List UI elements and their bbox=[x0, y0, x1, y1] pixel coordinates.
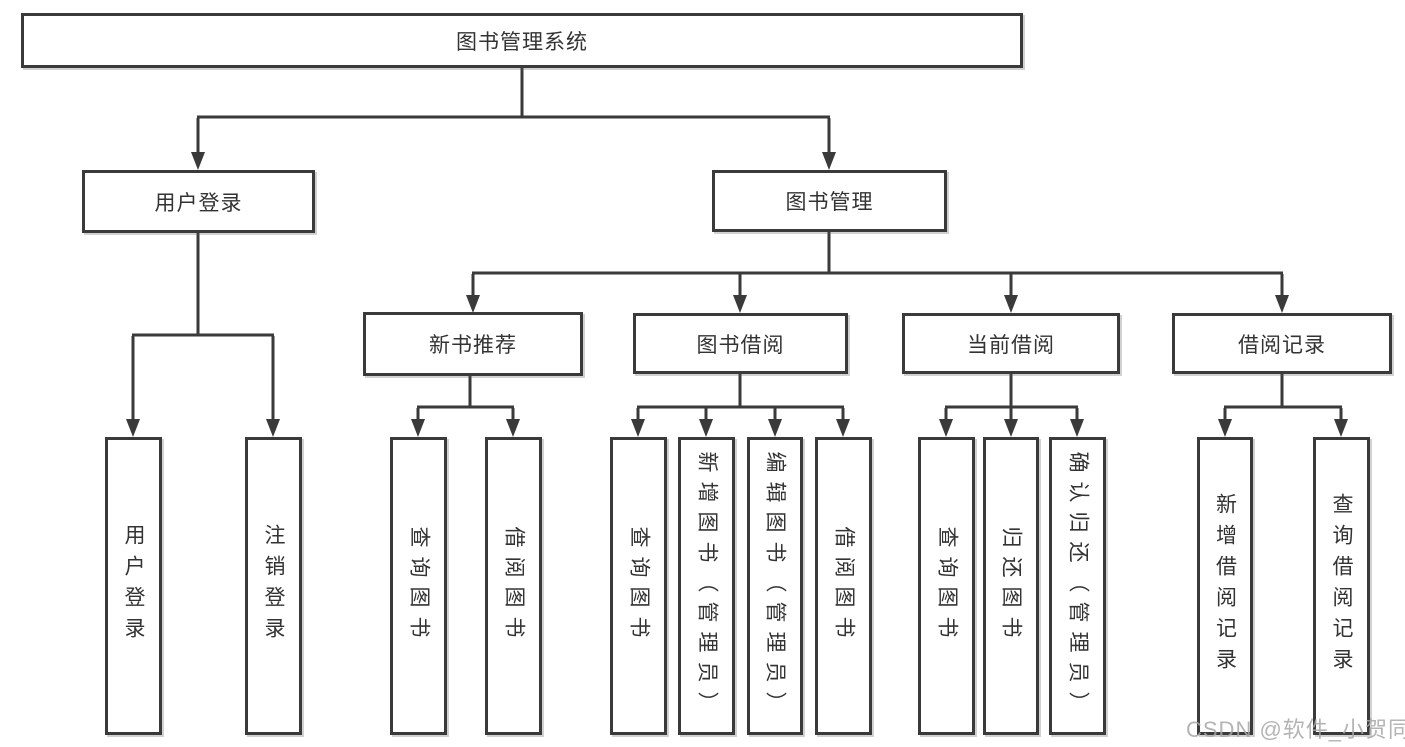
leaf-label: 确认归还（管理员） bbox=[1066, 451, 1089, 721]
leaf-label: 归还图书 bbox=[999, 526, 1023, 646]
leaf-label: 编辑图书（管理员） bbox=[763, 451, 787, 721]
node-current-borrow: 当前借阅 bbox=[902, 313, 1120, 374]
leaf-add-borrow-record: 新增借阅记录 bbox=[1197, 437, 1253, 735]
leaf-label: 查询借阅记录 bbox=[1330, 493, 1353, 679]
node-label: 当前借阅 bbox=[967, 333, 1055, 357]
leaf-user-login: 用户登录 bbox=[105, 437, 162, 735]
leaf-label: 用户登录 bbox=[122, 524, 145, 648]
node-new-book-recommend: 新书推荐 bbox=[363, 312, 583, 376]
node-book-borrow: 图书借阅 bbox=[633, 313, 848, 374]
node-label: 图书管理 bbox=[785, 191, 874, 214]
csdn-watermark: CSDN @软件_小贺同学 bbox=[1186, 717, 1405, 742]
leaf-label: 借阅图书 bbox=[502, 526, 525, 646]
leaf-query-borrow-record: 查询借阅记录 bbox=[1313, 437, 1370, 735]
leaf-label: 查询图书 bbox=[935, 526, 958, 646]
node-label: 图书借阅 bbox=[696, 333, 785, 357]
leaf-query-books-borrow: 查询图书 bbox=[610, 437, 667, 735]
leaf-query-books-recommend: 查询图书 bbox=[390, 437, 447, 735]
leaf-label: 注销登录 bbox=[262, 524, 285, 648]
node-borrow-records: 借阅记录 bbox=[1172, 313, 1392, 374]
leaf-confirm-return-admin: 确认归还（管理员） bbox=[1049, 437, 1106, 735]
leaf-borrow-books-recommend: 借阅图书 bbox=[485, 437, 542, 735]
leaf-edit-books-admin: 编辑图书（管理员） bbox=[747, 437, 803, 735]
leaf-query-books-current: 查询图书 bbox=[918, 437, 975, 735]
leaf-label: 新增图书（管理员） bbox=[695, 451, 718, 721]
leaf-label: 借阅图书 bbox=[832, 526, 855, 646]
node-label: 借阅记录 bbox=[1238, 333, 1326, 357]
node-label: 用户登录 bbox=[154, 191, 243, 215]
leaf-label: 查询图书 bbox=[407, 526, 430, 646]
leaf-label: 新增借阅记录 bbox=[1213, 493, 1237, 679]
node-library-system: 图书管理系统 bbox=[21, 13, 1023, 68]
leaf-return-books: 归还图书 bbox=[983, 437, 1039, 735]
leaf-borrow-books: 借阅图书 bbox=[815, 437, 872, 735]
node-user-login: 用户登录 bbox=[82, 170, 315, 233]
leaf-label: 查询图书 bbox=[627, 526, 650, 646]
node-book-management: 图书管理 bbox=[712, 170, 947, 232]
node-label: 图书管理系统 bbox=[456, 30, 588, 54]
leaf-add-books-admin: 新增图书（管理员） bbox=[678, 437, 735, 735]
leaf-logout: 注销登录 bbox=[245, 437, 302, 735]
node-label: 新书推荐 bbox=[429, 334, 517, 357]
